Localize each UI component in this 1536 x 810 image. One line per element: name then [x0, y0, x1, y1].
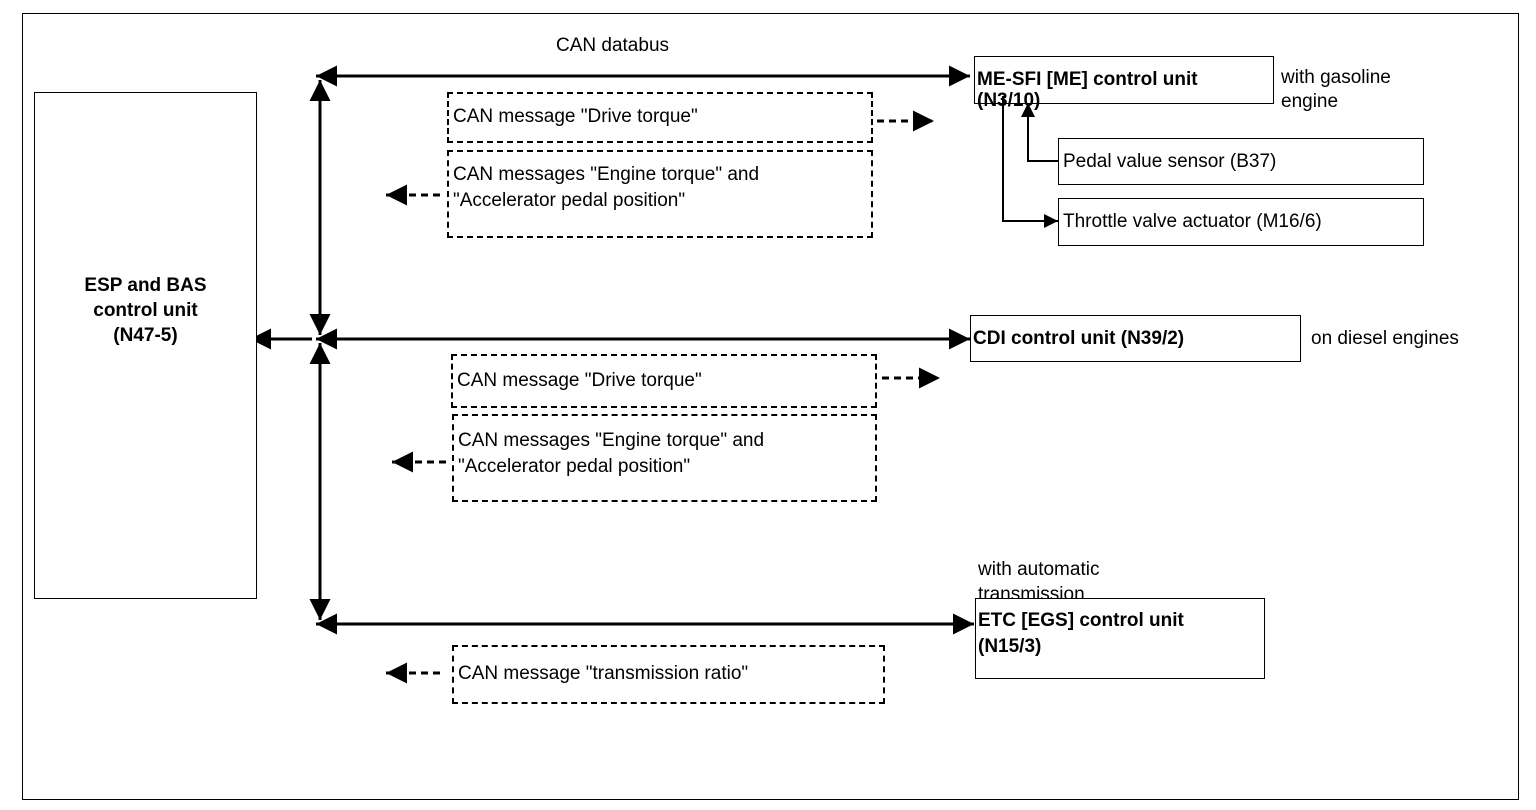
esp-control-unit-label: ESP and BAS control unit (N47-5): [84, 275, 207, 346]
throttle-actuator-wire: [1002, 96, 1058, 228]
msg-me-engine-torque-text: CAN messages "Engine torque" and "Accele…: [453, 164, 760, 211]
throttle-valve-actuator-label: Throttle valve actuator (M16/6): [1063, 211, 1322, 232]
cdi-control-unit-label: CDI control unit (N39/2): [973, 328, 1185, 349]
msg-me-engine-torque: CAN messages "Engine torque" and "Accele…: [447, 150, 873, 238]
can-databus-label: CAN databus: [556, 35, 670, 56]
me-sfi-control-unit-label: ME-SFI [ME] control unit (N3/10): [977, 69, 1198, 111]
msg-etc-transmission-ratio-text: CAN message "transmission ratio": [458, 663, 749, 684]
etc-control-unit-label: ETC [EGS] control unit (N15/3): [978, 610, 1184, 657]
me-sfi-control-unit: ME-SFI [ME] control unit (N3/10): [974, 56, 1274, 111]
pedal-sensor-wire: [1021, 103, 1058, 162]
pedal-value-sensor-label: Pedal value sensor (B37): [1063, 151, 1277, 172]
esp-control-unit: ESP and BAS control unit (N47-5): [34, 92, 257, 599]
msg-cdi-drive-torque: CAN message "Drive torque": [451, 354, 877, 408]
msg-cdi-engine-torque: CAN messages "Engine torque" and "Accele…: [452, 414, 877, 502]
throttle-valve-actuator: Throttle valve actuator (M16/6): [1058, 198, 1424, 246]
msg-cdi-drive-torque-text: CAN message "Drive torque": [457, 370, 702, 391]
msg-cdi-engine-torque-text: CAN messages "Engine torque" and "Accele…: [458, 430, 765, 477]
pedal-value-sensor: Pedal value sensor (B37): [1058, 138, 1424, 185]
msg-me-drive-torque-text: CAN message "Drive torque": [453, 106, 698, 127]
etc-control-unit: ETC [EGS] control unit (N15/3): [975, 598, 1265, 679]
msg-etc-transmission-ratio: CAN message "transmission ratio": [452, 645, 885, 704]
msg-me-drive-torque: CAN message "Drive torque": [447, 92, 873, 143]
cdi-note: on diesel engines: [1311, 328, 1459, 349]
me-sfi-note: with gasoline engine: [1281, 67, 1391, 112]
diagram-frame: [22, 13, 1519, 800]
cdi-control-unit: CDI control unit (N39/2): [970, 315, 1301, 362]
